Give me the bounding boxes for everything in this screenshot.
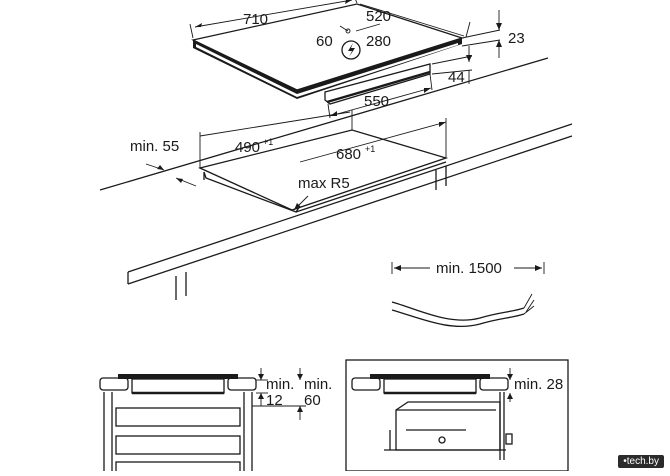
cutout-radius: max R5: [298, 175, 350, 192]
dim-below-height: 44: [448, 69, 465, 86]
dim-min55: min. 55: [130, 138, 197, 187]
dim-23: 23: [461, 10, 525, 58]
dim-cable-distance: 280: [366, 33, 391, 50]
cutout-width-tol: +1: [365, 144, 375, 154]
cutout-width: 680: [336, 146, 361, 163]
cutout-depth: 490: [235, 139, 260, 156]
dim-cable-offset: 60: [316, 33, 333, 50]
cable-length: min. 1500: [436, 260, 502, 277]
gap-a-value: 12: [266, 392, 283, 409]
dim-520: 520: [359, 3, 471, 38]
section-left: min. 12 min. 60: [99, 368, 332, 475]
dim-710: 710: [189, 0, 358, 39]
dim-total-height: 23: [508, 30, 525, 47]
dim-490: 490 +1: [199, 111, 351, 156]
dim-44: 44: [431, 46, 473, 86]
lightning-bolt-icon: [348, 43, 355, 57]
gap-a-label: min.: [266, 376, 294, 393]
dim-depth-label: 520: [366, 8, 391, 25]
dim-r5: max R5: [293, 175, 350, 211]
cutout-depth-tol: +1: [263, 137, 273, 147]
dim-bottom-width: 550: [364, 93, 389, 110]
cutout-front-gap: min. 55: [130, 138, 179, 155]
worktop-drawing: [99, 57, 573, 300]
gap-right-label: min. 28: [514, 376, 563, 393]
gap-b-label: min.: [304, 376, 332, 393]
hob-drawing: [191, 3, 465, 105]
watermark-badge: •tech.by: [618, 455, 664, 468]
dim-width-label: 710: [243, 11, 268, 28]
gap-b-value: 60: [304, 392, 321, 409]
dim-680: 680 +1: [299, 121, 447, 163]
dim-cable: 60 280: [316, 23, 391, 50]
cable-drawing: min. 1500: [391, 260, 545, 328]
section-right: min. 28: [345, 359, 569, 472]
